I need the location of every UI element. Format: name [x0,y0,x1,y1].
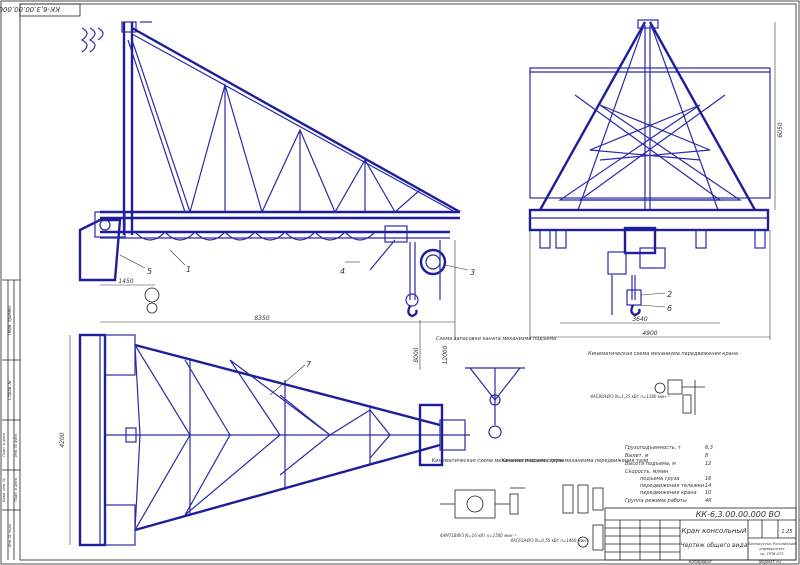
callout-5: 5 [147,267,152,276]
spec-label-2: Высота подъема, м [625,461,676,467]
hoist-motor-label: 4АМ71В4У3 N=16 кВт n=1500 мин⁻¹ [440,533,517,538]
spec-label-6: передвижения крана [640,490,697,496]
hoist-scheme-title: Кинематическая схема механизма подъема г… [432,458,565,464]
strip-vzam: Взам. инв. № [2,478,6,502]
dim-8350: 8350 [254,315,269,322]
strip-inv-dubl: Инв. № дубл. [14,433,18,457]
spec-label-5: передвижения тележки [640,483,705,489]
spec-label-1: Вылет, м [625,453,649,459]
callout-6: 6 [667,304,672,313]
trolley-motor-label: 4АС63А4У3 N=0,55 кВт n=1460 мин⁻¹ [510,538,590,543]
spec-value-7: 4К [705,498,712,504]
trolley-scheme: Кинематическая схема механизма передвиже… [502,458,649,551]
dim-1450: 1450 [118,278,133,285]
callout-1: 1 [186,265,191,274]
spec-value-0: 6,3 [705,445,713,451]
crane-motor-label: 4АС80А4У3 N=1,25 кВт n=1380 мин⁻¹ [590,394,670,399]
crane-scheme-title: Кинематическая схема механизма передвиже… [588,351,738,357]
callout-2: 2 [667,290,672,299]
strip-podp1: Подп. и дата [2,433,6,457]
dim-4200: 4200 [59,432,66,447]
spec-value-1: 8 [705,453,708,459]
dim-8000: 8000 [413,347,420,362]
spec-label-7: Группа режима работы [625,498,687,504]
spec-label-3: Скорость, м/мин [625,469,669,475]
inner-border [19,3,797,561]
callout-3: 3 [470,268,475,277]
hoist-scheme: Кинематическая схема механизма подъема г… [432,458,565,538]
plan-view: 4200 7 [59,333,470,547]
title-org-1: Белорусско-Российский [748,541,796,546]
dim-4900: 4900 [642,330,657,337]
spec-label-0: Грузоподъемность, т [625,445,682,451]
spec-value-2: 12 [705,461,711,467]
title-block: КК-6,3.00.00.000 ВО Кран консольный Черт… [604,507,797,564]
dim-12000: 12000 [442,345,449,364]
callout-4: 4 [340,267,345,276]
strip-sprav: Справ. № [7,380,12,399]
spec-value-4: 16 [705,476,711,482]
strip-perv: Перв. примен. [7,305,12,335]
spec-label-4: подъема груза [640,476,679,482]
copied-label: Копировал [689,559,712,564]
spec-value-5: 14 [705,483,711,489]
title-org-2: университет [758,546,785,551]
title-designation: КК-6,3.00.00.000 ВО [696,510,781,519]
tech-spec: Грузоподъемность, т 6,3 Вылет, м 8 Высот… [625,445,713,504]
top-stamp-text: КК-6,3.00.00.000 ВО [0,5,60,13]
title-org-3: гр. ПТМ-071 [760,551,784,556]
title-name: Кран консольный [682,527,747,535]
crane-travel-scheme: Кинематическая схема механизма передвиже… [588,351,738,415]
left-strip: Перв. примен. Справ. № Подп. и дата Инв.… [2,279,20,560]
rope-reeving-scheme: Схема запасовки каната механизма подъема [436,336,556,439]
strip-inv-podl: Инв. № подл. [8,523,12,547]
front-elevation-view: 6050 3640 4900 2 6 [528,19,784,340]
dim-6050: 6050 [777,122,784,137]
title-subname: Чертеж общего вида [681,542,748,549]
spec-value-6: 10 [705,490,711,496]
format-label: Формат А1 [759,559,782,564]
strip-podp2: Подп. и дата [14,478,18,502]
dim-3640: 3640 [632,316,647,323]
trolley-scheme-title: Кинематическая схема механизма передвиже… [502,458,649,464]
side-elevation-view: 1450 8350 8000 12000 1 5 4 3 [78,21,475,370]
callout-7: 7 [306,360,312,369]
top-stamp: КК-6,3.00.00.000 ВО [0,3,81,17]
rope-scheme-title: Схема запасовки каната механизма подъема [436,336,556,342]
title-scale: 1:25 [781,529,792,535]
